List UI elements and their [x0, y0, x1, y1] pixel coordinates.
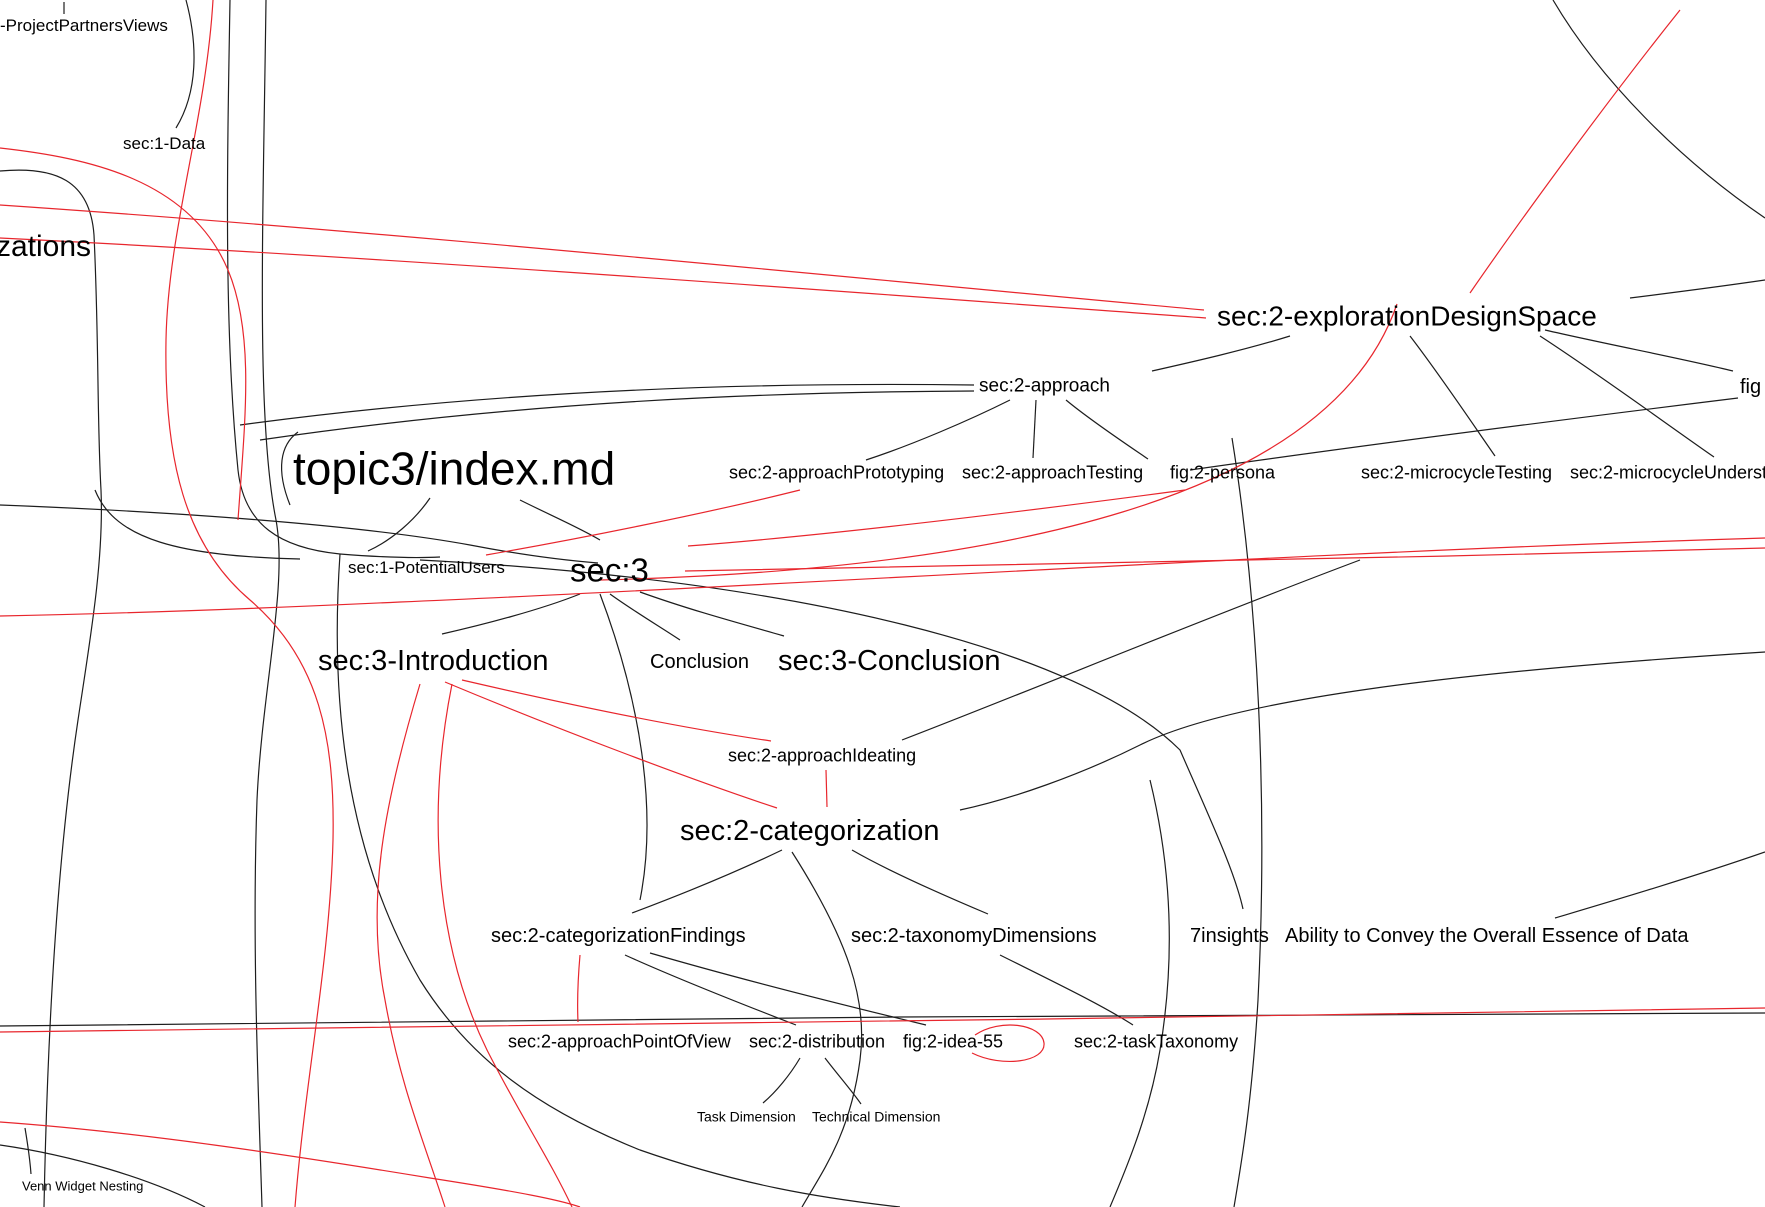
graph-node-sec-2-categorization-findings[interactable]: sec:2-categorizationFindings [491, 925, 746, 948]
graph-node-conclusion[interactable]: Conclusion [650, 651, 749, 674]
graph-node-venn-widget-nesting[interactable]: Venn Widget Nesting [22, 1178, 144, 1194]
graph-edge-black [609, 593, 681, 641]
graph-node-sec-2-microcycle-understanding[interactable]: sec:2-microcycleUnderstanding [1570, 462, 1765, 483]
graph-edge-black [226, 0, 441, 559]
graph-node-topic3-index-md[interactable]: topic3/index.md [293, 442, 616, 495]
graph-edge-red [687, 489, 1186, 547]
graph-edge-black [519, 499, 601, 541]
graph-edge-black [94, 489, 301, 560]
graph-edge-black [851, 849, 989, 915]
graph-edge-black [441, 593, 581, 635]
graph-edge-red [444, 681, 778, 809]
graph-node-sec-2-taxonomy-dimensions[interactable]: sec:2-taxonomyDimensions [851, 925, 1097, 948]
graph-edge-black [1109, 779, 1170, 1207]
graph-node-ability-essence[interactable]: Ability to Convey the Overall Essence of… [1285, 925, 1689, 948]
graph-edge-red [0, 1007, 1765, 1033]
graph-edge-red [684, 547, 1765, 572]
graph-edge-black [1552, 0, 1765, 219]
graph-node-sec-2-approach[interactable]: sec:2-approach [979, 375, 1110, 397]
graph-edge-black [1032, 399, 1037, 459]
graph-edge-red [1469, 9, 1681, 294]
graph-node-sec-2-approach-testing[interactable]: sec:2-approachTesting [962, 462, 1144, 483]
graph-edge-black [175, 0, 195, 129]
graph-edge-black [624, 954, 797, 1026]
graph-node-zations[interactable]: zations [0, 230, 92, 264]
graph-node-sec-2-exploration-design-space[interactable]: sec:2-explorationDesignSpace [1217, 300, 1597, 332]
graph-edge-black [1544, 329, 1734, 372]
graph-edge-black [959, 651, 1765, 811]
graph-edge-black [1539, 335, 1715, 458]
graph-edge-black [649, 952, 927, 1026]
graph-edge-red [577, 954, 581, 1023]
graph-node-project-partners-views[interactable]: -ProjectPartnersViews [0, 15, 168, 35]
graph-node-sec-2-approach-prototyping[interactable]: sec:2-approachPrototyping [729, 462, 945, 483]
graph-edge-black [0, 1144, 206, 1207]
graph-edge-black [24, 1127, 32, 1175]
graph-node-sec-1-data[interactable]: sec:1-Data [123, 133, 206, 153]
graph-edge-black [1231, 437, 1263, 1207]
graph-edge-red [0, 537, 1765, 617]
graph-edge-black [599, 593, 648, 901]
graph-edge-black [791, 851, 863, 1207]
graph-node-sec-3-introduction[interactable]: sec:3-Introduction [318, 644, 549, 677]
graph-edge-red [599, 303, 1398, 581]
graph-edge-black [1151, 335, 1291, 372]
graph-node-sec-2-task-taxonomy[interactable]: sec:2-taskTaxonomy [1074, 1031, 1239, 1052]
graph-edge-red [971, 1024, 1045, 1063]
graph-edge-black [254, 0, 280, 1207]
graph-edge-red [0, 147, 247, 521]
graph-edge-black [824, 1057, 862, 1105]
graph-edge-black [0, 504, 599, 564]
graph-edge-black [419, 559, 1244, 910]
graph-edge-red [165, 0, 334, 1207]
graph-edge-black [239, 383, 975, 426]
graph-node-fig-right[interactable]: fig [1740, 376, 1762, 399]
graph-edge-black [639, 591, 785, 637]
graph-edge-red [825, 769, 828, 808]
graph-node-sec-3-conclusion[interactable]: sec:3-Conclusion [778, 644, 1001, 677]
graph-edge-red [461, 679, 772, 742]
graph-node-sec-2-approach-point-of-view[interactable]: sec:2-approachPointOfView [508, 1031, 731, 1052]
graph-node-sec-2-distribution[interactable]: sec:2-distribution [749, 1031, 886, 1052]
graph-edge-black [1629, 279, 1765, 299]
graph-edge-black [1065, 399, 1149, 460]
graph-edge-red [0, 204, 1205, 311]
graph-edge-black [901, 559, 1361, 741]
graph-node-7insights[interactable]: 7insights [1190, 925, 1269, 948]
graph-edge-black [367, 497, 431, 552]
graph-edge-black [1409, 335, 1496, 457]
graph-edge-black [0, 169, 102, 1207]
graph-node-sec-2-categorization[interactable]: sec:2-categorization [680, 814, 940, 847]
graph-edge-red [437, 683, 573, 1207]
graph-node-task-dimension[interactable]: Task Dimension [697, 1108, 796, 1125]
graph-node-sec-2-microcycle-testing[interactable]: sec:2-microcycleTesting [1361, 462, 1553, 483]
graph-node-sec-1-potential-users[interactable]: sec:1-PotentialUsers [348, 557, 505, 577]
graph-edge-black [259, 390, 975, 441]
graph-node-sec-2-approach-ideating[interactable]: sec:2-approachIdeating [728, 745, 917, 766]
graph-node-technical-dimension[interactable]: Technical Dimension [812, 1108, 941, 1125]
graph-edge-black [1189, 397, 1739, 471]
graph-edge-red [485, 489, 801, 556]
graph-edge-black [865, 399, 1011, 461]
graph-edge-red [0, 1121, 581, 1207]
graph-edge-black [631, 849, 783, 914]
graph-node-fig-2-persona[interactable]: fig:2-persona [1170, 462, 1276, 483]
graph-edge-red [376, 683, 446, 1207]
graph-edge-black [999, 954, 1134, 1026]
graph-edge-black [1554, 851, 1765, 919]
graph-edge-black [762, 1057, 801, 1104]
graph-edge-red [0, 237, 1207, 319]
graph-node-fig-2-idea-55[interactable]: fig:2-idea-55 [903, 1031, 1004, 1052]
graph-node-sec-3[interactable]: sec:3 [570, 551, 649, 589]
graph-edge-black [280, 431, 299, 506]
graph-edge-black [336, 553, 901, 1207]
